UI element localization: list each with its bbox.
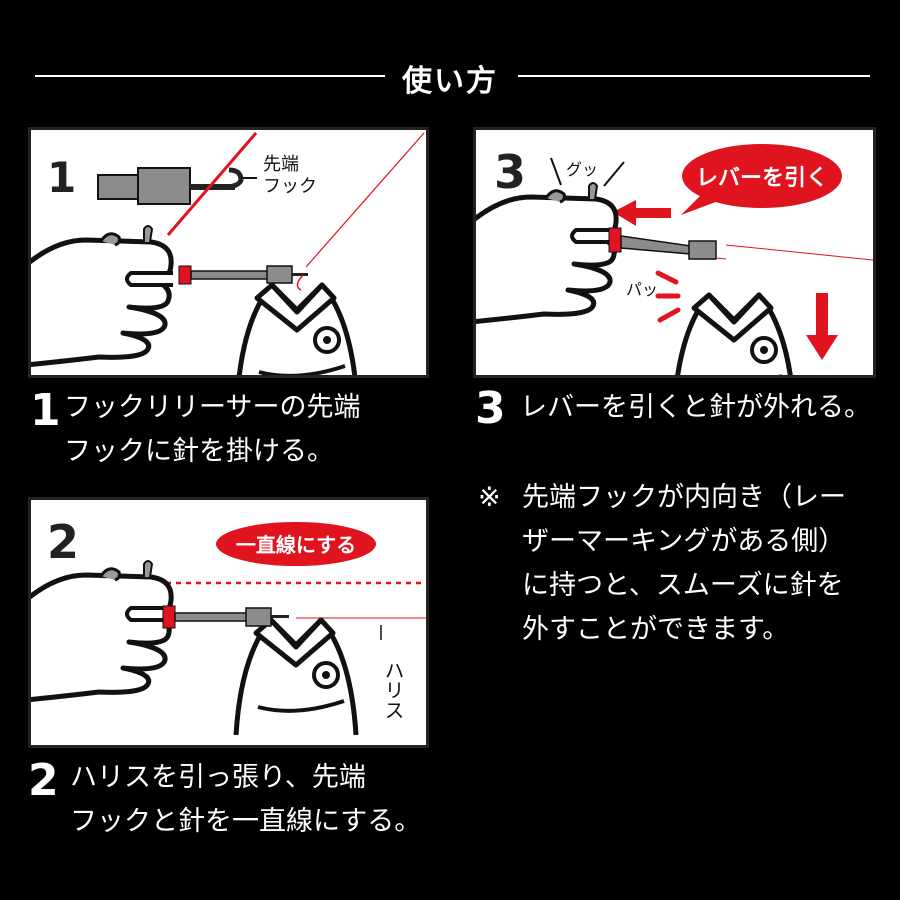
note-text: 先端フックが内向き（レー ザーマーキングがある側） に持つと、スムーズに針を 外… — [522, 482, 846, 645]
title-rule-right — [518, 75, 870, 77]
step-3-illustration: 3 グッ レバーを引く パッ — [473, 127, 876, 378]
bubble-text: 一直線にする — [236, 533, 356, 557]
hand-icon — [31, 561, 173, 700]
tip-hook-label-2: フック — [263, 176, 317, 197]
speech-bubble: 一直線にする — [216, 522, 376, 566]
note-mark: ※ — [478, 482, 501, 513]
step-1-number: 1 — [30, 385, 61, 436]
hook-releaser-icon — [162, 605, 289, 629]
harisu-label: ハリス — [381, 660, 405, 720]
release-burst-icon — [655, 270, 681, 323]
step-2-text: ハリスを引っ張り、先端 フックと針を一直線にする。 — [70, 762, 422, 837]
title-rule-left — [35, 75, 385, 77]
bubble-text: レバーを引く — [696, 166, 828, 191]
hook-releaser-icon — [178, 265, 308, 291]
tool-closeup — [97, 167, 257, 205]
hand-icon — [31, 226, 173, 365]
sfx-release-1: パッ — [626, 280, 658, 299]
page-title: 使い方 — [402, 64, 498, 99]
arrow-down-icon — [806, 293, 838, 360]
step-2-number: 2 — [28, 755, 59, 806]
fish-icon — [674, 295, 794, 375]
sfx-grip: グッ — [566, 160, 598, 179]
fishing-line — [166, 132, 258, 236]
hook-releaser-icon — [608, 227, 727, 260]
fish-icon — [237, 285, 357, 375]
speech-bubble: レバーを引く — [681, 144, 842, 215]
step-2-panel-number: 2 — [47, 515, 79, 569]
leader-line — [725, 244, 873, 261]
tip-hook-label-1: 先端 — [263, 154, 299, 175]
leader-line — [305, 132, 425, 268]
step-1-text: フックリリーサーの先端 フックに針を掛ける。 — [64, 392, 361, 467]
step-2-illustration: 2 一直線にする ハリス — [28, 497, 429, 748]
step-3-text: レバーを引くと針が外れる。 — [520, 392, 871, 423]
hand-icon — [476, 183, 618, 322]
fish-icon — [236, 620, 356, 735]
emphasis-mark — [550, 157, 562, 186]
step-1-illustration: 1 先端 フック — [28, 127, 429, 378]
step-3-panel-number: 3 — [494, 145, 526, 199]
emphasis-mark — [603, 161, 625, 187]
step-3-number: 3 — [475, 383, 506, 434]
arrow-left-icon — [613, 200, 671, 226]
step-1-panel-number: 1 — [47, 153, 76, 202]
